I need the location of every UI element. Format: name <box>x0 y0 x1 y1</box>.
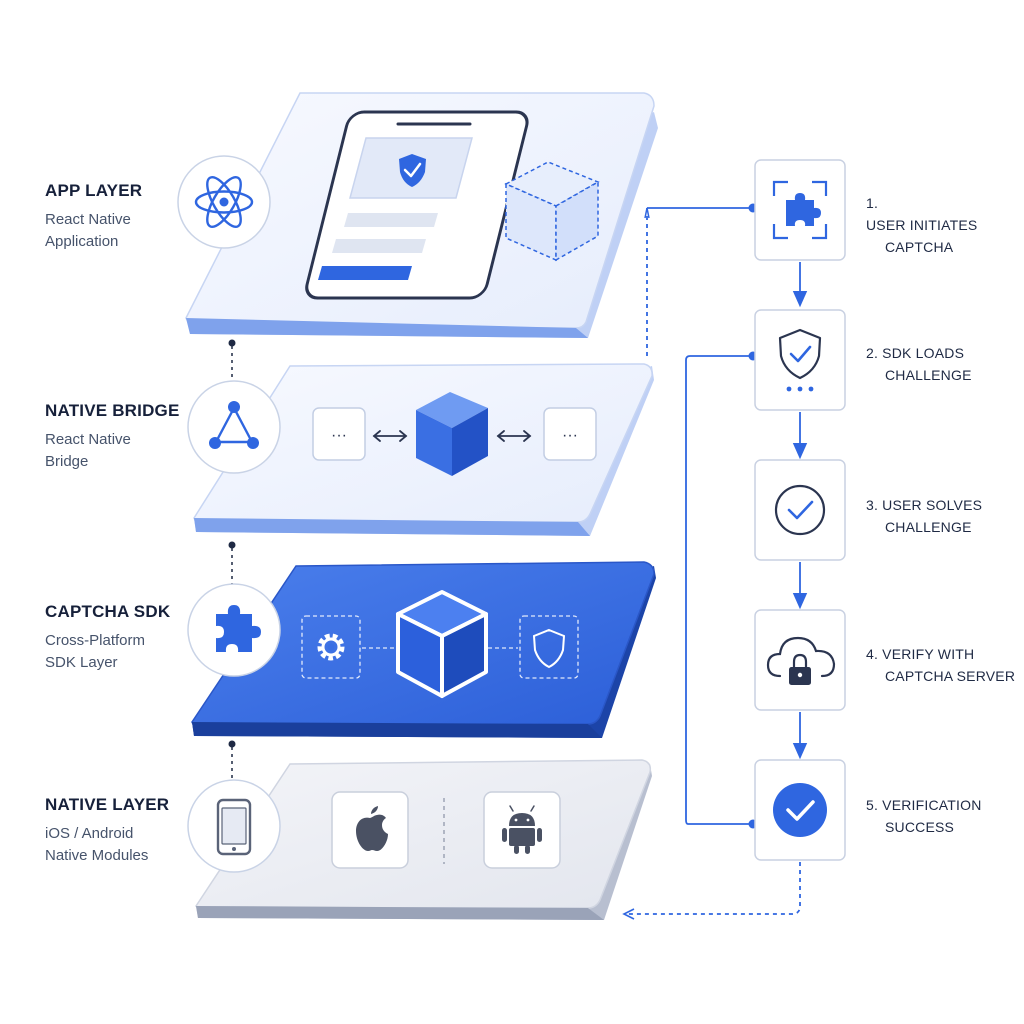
layer-subtitle-line2: Native Modules <box>45 847 149 864</box>
step-card-2 <box>754 309 846 411</box>
step-card-3 <box>754 459 846 561</box>
step-line2: CAPTCHA SERVER <box>885 668 1016 684</box>
step-card-1 <box>754 159 846 261</box>
layer-label-captcha-sdk: CAPTCHA SDK Cross-Platform SDK Layer <box>45 602 195 674</box>
step-label-5: 5. VERIFICATION SUCCESS <box>866 794 1016 838</box>
apple-logo-icon <box>356 806 388 851</box>
native-layer-badge <box>187 779 281 873</box>
bridge-dots-left: ··· <box>331 427 347 444</box>
layer-subtitle-line1: React Native <box>45 431 131 448</box>
shield-check-icon <box>778 328 822 392</box>
layer-subtitle-line2: Application <box>45 233 119 250</box>
layer-subtitle-line2: Bridge <box>45 453 89 470</box>
dashed-cube-icon <box>504 161 600 262</box>
step-number: 2. <box>866 345 879 361</box>
bridge-node-left: ··· <box>312 407 366 461</box>
layer-title: NATIVE LAYER <box>45 795 170 814</box>
step-label-3: 3. USER SOLVES CHALLENGE <box>866 494 1016 538</box>
filled-check-icon <box>773 783 827 837</box>
layer-subtitle-line1: iOS / Android <box>45 825 134 842</box>
step-label-1: 1. USER INITIATES CAPTCHA <box>866 192 1016 258</box>
step-line1: VERIFY WITH <box>882 646 975 662</box>
app-layer-badge <box>177 155 271 249</box>
cloud-lock-icon <box>766 636 836 685</box>
gear-icon <box>317 633 345 661</box>
layer-subtitle-line2: SDK Layer <box>45 654 118 671</box>
sdk-shield-node <box>519 615 579 679</box>
layer-subtitle-line1: Cross-Platform <box>45 632 146 649</box>
step-line2: SUCCESS <box>885 819 955 835</box>
layer-label-native-bridge: NATIVE BRIDGE React Native Bridge <box>45 401 195 473</box>
step-line1: USER SOLVES <box>882 497 983 513</box>
sdk-cube-icon <box>396 590 488 698</box>
android-logo-icon <box>502 805 542 854</box>
triangle-network-icon <box>209 401 259 449</box>
step-number: 4. <box>866 646 879 662</box>
shield-check-icon <box>399 154 426 187</box>
react-atom-icon <box>194 175 254 229</box>
bidirectional-arrow-left-icon <box>372 430 408 442</box>
step-number: 3. <box>866 497 879 513</box>
step-number: 1. <box>866 195 879 211</box>
step-label-4: 4. VERIFY WITH CAPTCHA SERVER <box>866 643 1016 687</box>
android-tile <box>483 791 561 869</box>
step-number: 5. <box>866 797 879 813</box>
puzzle-icon <box>216 605 261 652</box>
step-line2: CHALLENGE <box>885 519 972 535</box>
bridge-cube-icon <box>416 392 488 476</box>
bridge-dots-right: ··· <box>562 427 578 444</box>
smartphone-icon <box>216 798 252 856</box>
step-label-2: 2. SDK LOADS CHALLENGE <box>866 342 1016 386</box>
layer-title: CAPTCHA SDK <box>45 602 171 621</box>
layer-label-app: APP LAYER React Native Application <box>45 181 195 253</box>
circle-check-icon <box>774 484 826 536</box>
layer-title: NATIVE BRIDGE <box>45 401 180 420</box>
bridge-node-right: ··· <box>543 407 597 461</box>
step-line1: VERIFICATION <box>882 797 982 813</box>
layer-title: APP LAYER <box>45 181 143 200</box>
step-card-4 <box>754 609 846 711</box>
layer-icon-connectors <box>228 339 236 782</box>
step-line2: CAPTCHA <box>885 239 954 255</box>
layer-label-native-layer: NATIVE LAYER iOS / Android Native Module… <box>45 795 195 867</box>
shield-outline-icon <box>532 628 566 669</box>
layer-subtitle-line1: React Native <box>45 211 131 228</box>
phone-screen-content <box>318 122 473 280</box>
native-bridge-badge <box>187 380 281 474</box>
captcha-sdk-badge <box>187 583 281 677</box>
puzzle-scan-icon <box>772 180 828 240</box>
step-card-5 <box>754 759 846 861</box>
flow-lines <box>622 203 808 920</box>
step-line1: SDK LOADS <box>882 345 965 361</box>
sdk-gear-node <box>301 615 361 679</box>
step-line1: USER INITIATES <box>866 217 978 233</box>
ios-tile <box>331 791 409 869</box>
step-line2: CHALLENGE <box>885 367 972 383</box>
bidirectional-arrow-right-icon <box>496 430 532 442</box>
